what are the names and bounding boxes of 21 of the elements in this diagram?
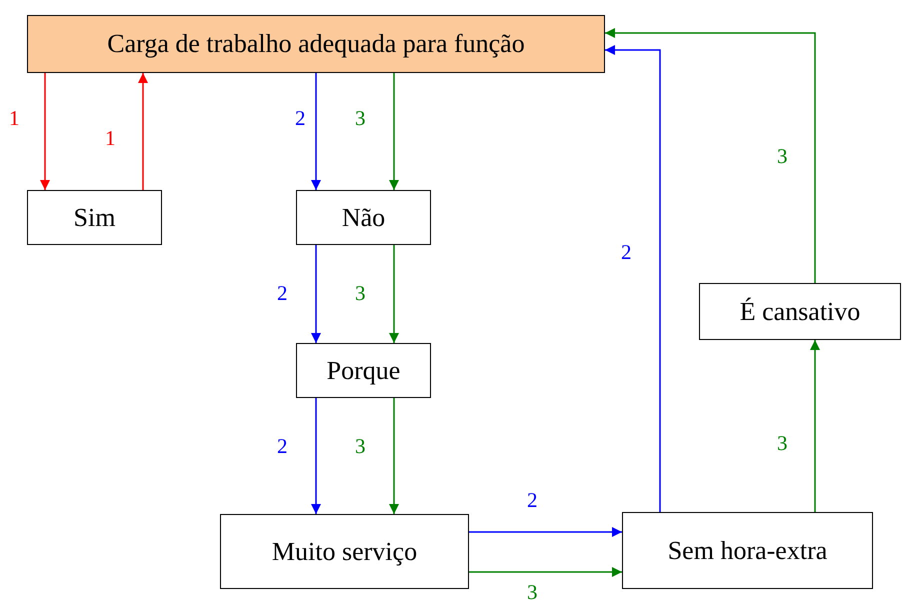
process-box: Muito serviço (220, 514, 469, 589)
process-box: Porque (296, 343, 431, 398)
process-box: Sim (27, 190, 162, 245)
arrow (311, 245, 321, 343)
arrow (605, 45, 661, 512)
arrow (469, 527, 622, 537)
process-box: Sem hora-extra (622, 512, 873, 589)
arrow (605, 28, 816, 283)
process-box: Não (296, 190, 431, 245)
arrow (138, 73, 148, 190)
arrow (389, 73, 399, 190)
arrow (389, 245, 399, 343)
arrow (389, 398, 399, 514)
process-box: Carga de trabalho adequada para função (27, 15, 605, 73)
arrow (469, 567, 622, 577)
arrow (311, 73, 321, 190)
arrow (40, 73, 50, 190)
arrow (311, 398, 321, 514)
edge-label: 3 (526, 582, 538, 601)
process-box: É cansativo (699, 283, 901, 340)
arrow (810, 340, 820, 512)
